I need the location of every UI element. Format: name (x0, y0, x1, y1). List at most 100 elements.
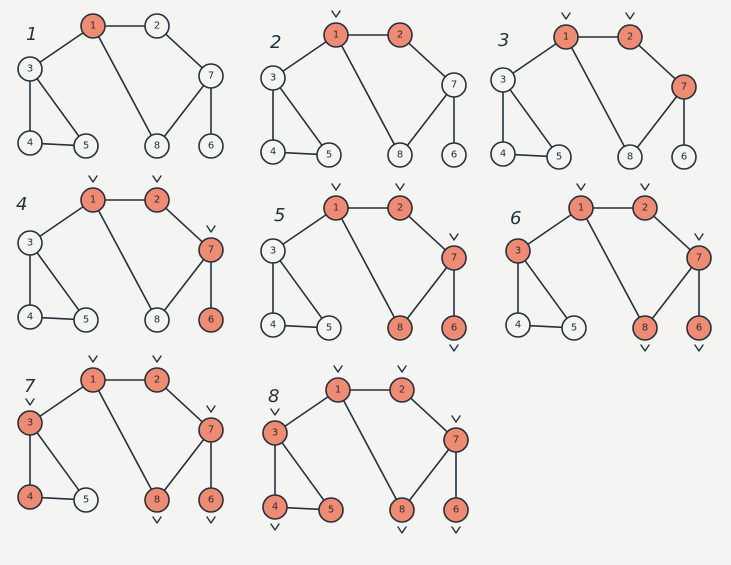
node-label: 4 (270, 147, 276, 158)
edge-4-5 (41, 316, 75, 321)
visited-node-circle (686, 315, 712, 341)
node-3: 3 (17, 56, 43, 82)
node-1: 1 (80, 13, 106, 39)
edge-3-5 (279, 86, 323, 147)
checkmark-icon (152, 516, 162, 524)
checkmark-icon (397, 365, 407, 373)
edge-1-3 (39, 385, 84, 418)
node-label: 5 (83, 495, 89, 506)
visited-node-circle (80, 187, 106, 213)
node-5: 5 (73, 487, 99, 513)
node-label: 3 (515, 246, 521, 257)
step-number-7: 7 (24, 376, 36, 397)
edge-7-8 (406, 93, 448, 147)
node-circle (73, 133, 99, 159)
node-label: 7 (696, 253, 702, 264)
node-1: 1 (323, 10, 349, 48)
node-label: 7 (681, 82, 687, 93)
visited-node-circle (389, 497, 415, 523)
node-2: 2 (389, 365, 415, 403)
node-8: 8 (632, 315, 658, 352)
visited-node-circle (17, 484, 43, 510)
node-7: 7 (198, 63, 224, 89)
node-circle (260, 139, 286, 165)
node-label: 4 (500, 149, 506, 160)
node-label: 3 (270, 73, 276, 84)
node-label: 8 (154, 141, 160, 152)
edge-4-5 (284, 324, 318, 329)
node-label: 6 (451, 150, 457, 161)
node-label: 6 (681, 152, 687, 163)
node-6: 6 (441, 315, 467, 352)
node-label: 4 (27, 312, 33, 323)
visited-node-circle (671, 74, 697, 100)
checkmark-icon (331, 183, 341, 191)
node-circle (316, 142, 342, 168)
node-label: 5 (328, 505, 334, 516)
checkmark-icon (270, 523, 280, 531)
node-3: 3 (17, 398, 43, 436)
node-label: 8 (642, 323, 648, 334)
node-3: 3 (505, 238, 531, 264)
node-label: 3 (27, 238, 33, 249)
node-circle (17, 230, 43, 256)
visited-node-circle (553, 24, 579, 50)
edge-3-5 (36, 251, 80, 312)
node-label: 1 (90, 195, 96, 206)
node-label: 8 (397, 323, 403, 334)
node-label: 6 (208, 495, 214, 506)
node-label: 6 (696, 323, 702, 334)
node-label: 6 (451, 323, 457, 334)
node-label: 1 (90, 21, 96, 32)
edge-1-3 (512, 42, 557, 75)
visited-node-circle (443, 427, 469, 453)
node-1: 1 (323, 183, 349, 221)
node-label: 2 (154, 21, 160, 32)
visited-node-circle (632, 315, 658, 341)
checkmark-icon (152, 355, 162, 363)
edge-1-8 (97, 35, 153, 137)
node-8: 8 (389, 497, 415, 534)
node-label: 3 (27, 418, 33, 429)
node-7: 7 (441, 72, 467, 98)
node-3: 3 (260, 65, 286, 91)
edge-4-5 (514, 153, 548, 158)
node-circle (316, 315, 342, 341)
node-4: 4 (505, 312, 531, 338)
checkmark-icon (395, 183, 405, 191)
visited-node-circle (318, 497, 344, 523)
node-8: 8 (387, 142, 413, 168)
visited-node-circle (144, 367, 170, 393)
node-label: 1 (563, 32, 569, 43)
node-label: 5 (556, 152, 562, 163)
node-2: 2 (387, 22, 413, 48)
node-6: 6 (198, 487, 224, 524)
edge-2-7 (165, 387, 203, 423)
edge-4-5 (286, 506, 320, 511)
node-8: 8 (144, 487, 170, 524)
node-7: 7 (443, 415, 469, 453)
checkmark-icon (694, 233, 704, 241)
node-5: 5 (561, 315, 587, 341)
edge-3-5 (524, 259, 568, 320)
node-label: 5 (326, 323, 332, 334)
node-label: 6 (208, 141, 214, 152)
node-4: 4 (17, 304, 43, 330)
node-label: 3 (270, 246, 276, 257)
node-circle (144, 307, 170, 333)
node-8: 8 (144, 133, 170, 159)
node-label: 4 (270, 320, 276, 331)
checkmark-icon (694, 344, 704, 352)
node-3: 3 (260, 238, 286, 264)
node-circle (260, 312, 286, 338)
node-2: 2 (144, 175, 170, 213)
edge-2-7 (165, 207, 203, 243)
node-label: 4 (27, 492, 33, 503)
node-label: 1 (578, 203, 584, 214)
edge-2-7 (165, 33, 203, 69)
node-circle (198, 133, 224, 159)
node-label: 5 (326, 150, 332, 161)
